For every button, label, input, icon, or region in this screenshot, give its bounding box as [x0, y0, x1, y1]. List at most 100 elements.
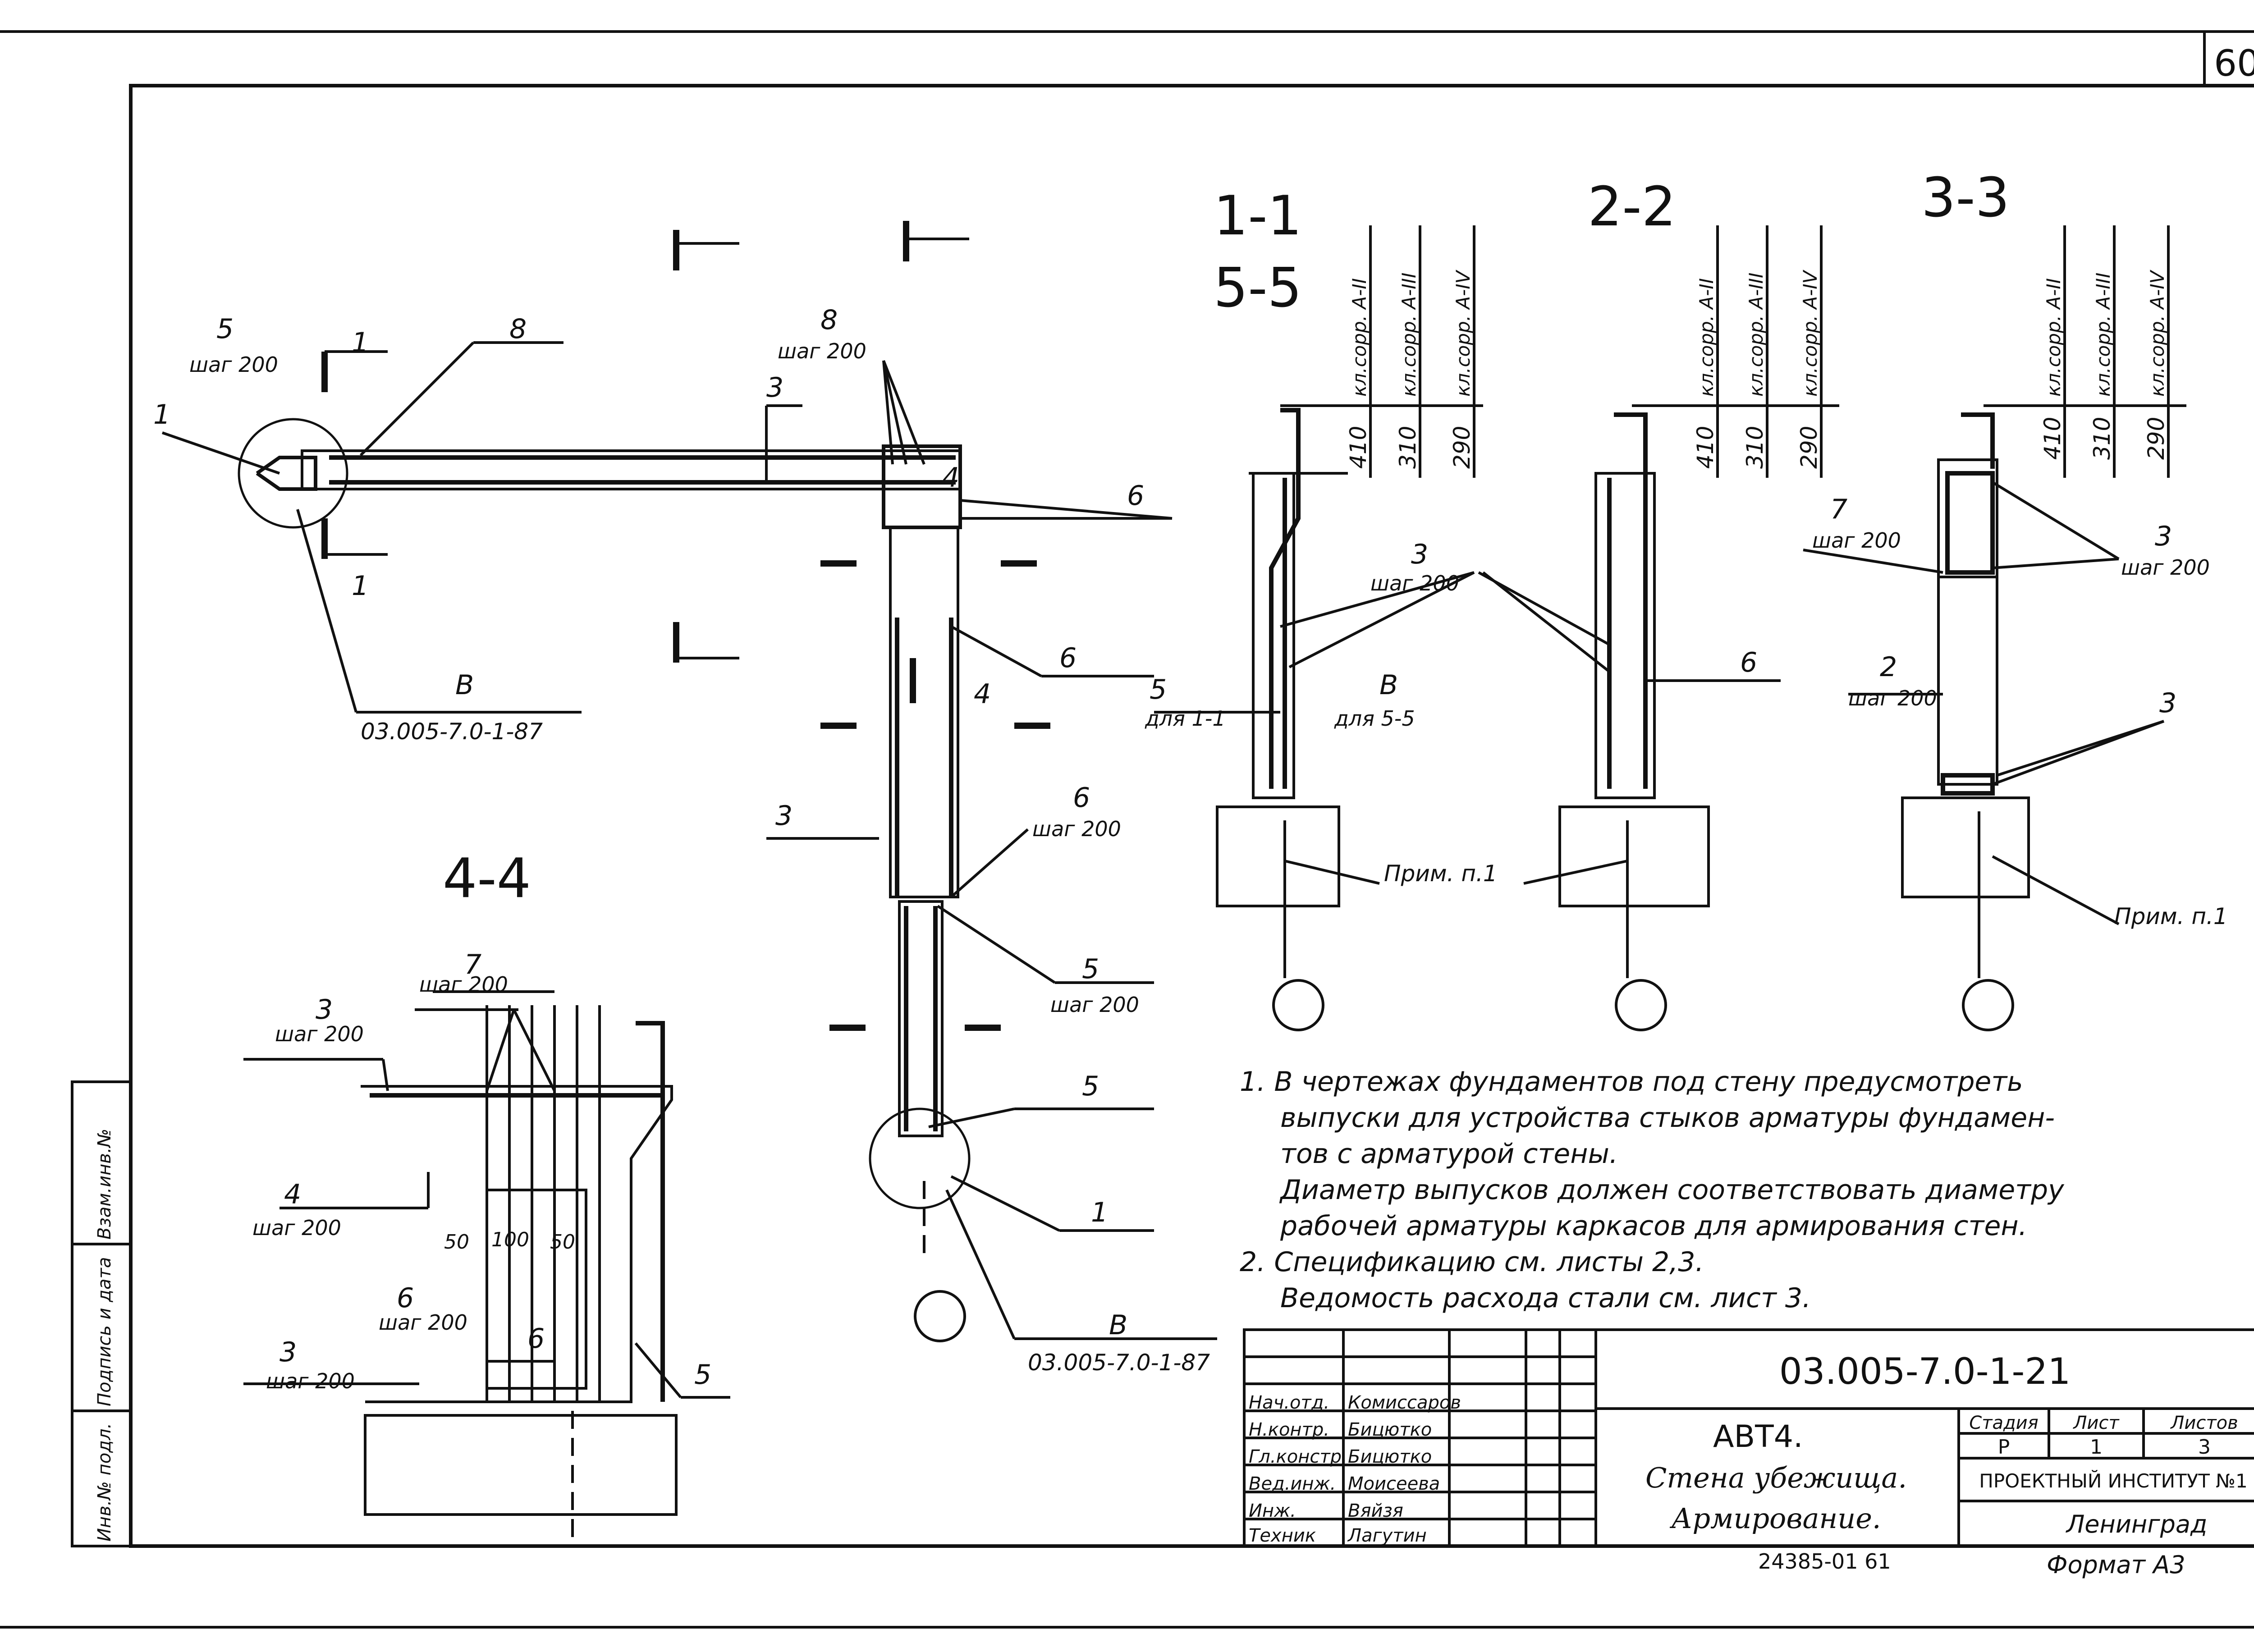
city-name: Ленинград: [2066, 1510, 2208, 1538]
mark-6: 6: [1073, 782, 1090, 814]
note-line: выпуски для устройства стыков арматуры ф…: [1280, 1102, 2055, 1134]
section-title-2-2: 2-2: [1588, 176, 1676, 238]
dim-50: 50: [444, 1231, 469, 1254]
signature-role: Вед.инж.: [1249, 1474, 1336, 1494]
mark-7: 7: [464, 949, 481, 980]
stage-header: Стадия: [1969, 1413, 2038, 1433]
signature-name: Бицютко: [1348, 1446, 1432, 1467]
class-a3-label: кл.сорр. А-III: [2092, 273, 2114, 397]
step-label: шаг 200: [252, 1216, 341, 1240]
mark-5: 5: [1082, 1071, 1099, 1102]
ref-doc-label: 03.005-7.0-1-87: [1028, 1350, 1210, 1376]
dim-410: 410: [1345, 426, 1371, 469]
signature-role: Техник: [1249, 1525, 1316, 1546]
class-a4-label: кл.сорр. А-IV: [2146, 269, 2168, 397]
drawing-subtitle: Армирование.: [1669, 1502, 1881, 1535]
mark-v: В: [455, 669, 474, 701]
mark-6: 6: [1127, 480, 1144, 512]
format-label: Формат A3: [2047, 1551, 2185, 1579]
signature-role: Инж.: [1249, 1501, 1296, 1521]
class-a3-label: кл.сорр. А-III: [1745, 273, 1767, 397]
drawing-title: Стена убежища.: [1645, 1461, 1907, 1494]
sheet-value: 1: [2090, 1436, 2103, 1459]
dim-410: 410: [1692, 426, 1718, 469]
dim-410: 410: [2039, 417, 2066, 460]
step-label: шаг 200: [1370, 571, 1459, 595]
dim-290: 290: [1449, 426, 1475, 469]
mark-3: 3: [2155, 521, 2172, 552]
side-stamp-label: Подпись и дата: [94, 1257, 115, 1406]
step-label: шаг 200: [266, 1369, 355, 1393]
mark-2: 2: [1880, 651, 1897, 683]
note-line: Ведомость расхода стали см. лист 3.: [1280, 1282, 1811, 1314]
mark-4: 4: [974, 678, 991, 710]
signature-role: Нач.отд.: [1249, 1392, 1329, 1413]
step-label: шаг 200: [1032, 817, 1121, 841]
section-title-1-1: 1-1: [1214, 185, 1302, 247]
mark-6: 6: [1059, 642, 1077, 674]
mark-1: 1: [153, 399, 170, 430]
for-1-1-label: для 1-1: [1145, 706, 1226, 731]
mark-1: 1: [352, 327, 369, 358]
mark-6: 6: [397, 1282, 414, 1314]
mark-3: 3: [316, 994, 333, 1025]
mark-1: 1: [1091, 1197, 1108, 1228]
plan-view: [162, 221, 1217, 1342]
dim-50: 50: [550, 1231, 575, 1254]
section-title-3-3: 3-3: [1921, 167, 2010, 229]
step-label: шаг 200: [189, 352, 278, 377]
class-a4-label: кл.сорр. А-IV: [1799, 269, 1821, 397]
mark-5: 5: [694, 1359, 711, 1391]
mark-1: 1: [352, 570, 369, 602]
dim-310: 310: [1742, 426, 1768, 469]
doc-code: 03.005-7.0-1-21: [1779, 1350, 2071, 1392]
mark-v: В: [1109, 1309, 1127, 1341]
signature-role: Н.контр.: [1249, 1419, 1329, 1440]
archive-number: 24385-01 61: [1758, 1549, 1891, 1574]
for-5-5-label: для 5-5: [1334, 706, 1415, 731]
dim-290: 290: [2143, 417, 2169, 460]
mark-5: 5: [1150, 674, 1167, 705]
dim-310: 310: [2089, 417, 2115, 460]
note-line: 1. В чертежах фундаментов под стену пред…: [1240, 1066, 2023, 1098]
ref-doc-label: 03.005-7.0-1-87: [361, 718, 543, 745]
signature-name: Моисеева: [1348, 1474, 1440, 1494]
note-ref-label: Прим. п.1: [2114, 903, 2228, 929]
drawing-frame: [129, 84, 2254, 1548]
sheets-value: 3: [2198, 1436, 2211, 1459]
section-4-4-view: [243, 990, 730, 1542]
class-a4-label: кл.сорр. А-IV: [1452, 269, 1474, 397]
mark-8: 8: [509, 313, 527, 345]
mark-7: 7: [1830, 494, 1847, 525]
mark-6: 6: [1740, 647, 1757, 678]
mark-3: 3: [766, 372, 783, 403]
signature-role: Гл.констр.: [1249, 1446, 1347, 1467]
step-label: шаг 200: [1848, 686, 1937, 710]
section-title-4-4: 4-4: [443, 847, 531, 910]
step-label: шаг 200: [419, 972, 508, 997]
mark-8: 8: [820, 304, 838, 336]
step-label: шаг 200: [1812, 528, 1901, 553]
signature-name: Лагутин: [1347, 1525, 1427, 1546]
note-line: рабочей арматуры каркасов для армировани…: [1280, 1210, 2027, 1242]
page-number: 60: [2214, 42, 2254, 84]
signature-name: Бицютко: [1348, 1419, 1432, 1440]
mark-3: 3: [1411, 539, 1428, 570]
mark-3: 3: [279, 1336, 297, 1368]
signature-name: Вяйзя: [1348, 1501, 1403, 1521]
signature-name: Комиссаров: [1348, 1392, 1461, 1413]
mark-6: 6: [527, 1323, 545, 1355]
mark-5: 5: [1082, 953, 1099, 985]
side-stamp-label: Инв.№ подл.: [94, 1423, 115, 1542]
mark-v: В: [1379, 669, 1398, 701]
mark-4: 4: [942, 462, 959, 494]
sheets-header: Листов: [2170, 1413, 2238, 1433]
mark-3: 3: [2159, 687, 2176, 719]
step-label: шаг 200: [275, 1022, 364, 1046]
step-label: шаг 200: [379, 1310, 467, 1335]
dim-310: 310: [1395, 426, 1421, 469]
mark-4: 4: [284, 1179, 301, 1210]
side-stamp-label: Взам.инв.№: [94, 1129, 115, 1240]
class-a3-label: кл.сорр. А-III: [1398, 273, 1420, 397]
